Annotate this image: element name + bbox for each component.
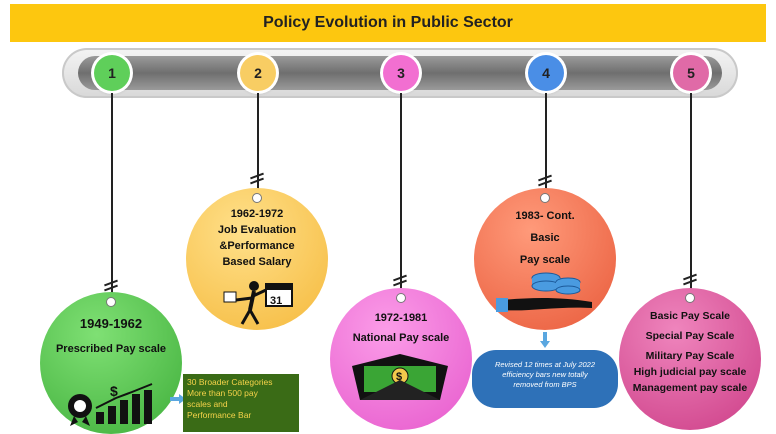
hanging-string-2: [257, 93, 259, 193]
stage-2-line-3: &Performance: [219, 240, 295, 252]
stage-4-line-2: Basic: [530, 232, 560, 244]
stage-1-label: Prescribed Pay scale: [55, 343, 167, 355]
timeline-node-2[interactable]: 2: [240, 55, 276, 91]
tag-1-hole: [106, 297, 116, 307]
stage-5-tag: [619, 288, 761, 430]
svg-text:$: $: [110, 383, 118, 399]
stage-4-callout: Revised 12 times at July 2022 efficiency…: [472, 350, 618, 408]
stage-5-line-1: Basic Pay Scale: [650, 310, 730, 322]
callout-4-line-2: efficiency bars new totally: [502, 370, 588, 379]
node-4-number: 4: [542, 65, 550, 81]
tag-5-hole: [685, 293, 695, 303]
stage-5-line-2: Special Pay Scale: [645, 330, 735, 342]
tag-2-hole: [252, 193, 262, 203]
stage-1-period: 1949-1962: [79, 316, 143, 331]
title-bar: Policy Evolution in Public Sector: [10, 4, 766, 42]
node-5-number: 5: [687, 65, 695, 81]
svg-text:31: 31: [270, 295, 282, 307]
hanging-string-1: [111, 93, 113, 297]
stage-4-text: 1983- Cont. Basic Pay scale: [474, 205, 616, 271]
tag-4-hole: [540, 193, 550, 203]
stage-5-line-4: High judicial pay scale: [633, 366, 747, 378]
stage-4-line-3: Pay scale: [519, 254, 571, 266]
timeline-node-1[interactable]: 1: [94, 55, 130, 91]
award-chart-icon: $: [68, 383, 153, 426]
timeline-node-5[interactable]: 5: [673, 55, 709, 91]
calendar-worker-icon: 31: [223, 281, 293, 325]
timeline-node-3[interactable]: 3: [383, 55, 419, 91]
stage-3-period: 1972-1981: [374, 312, 428, 324]
stage-2-line-4: Based Salary: [222, 256, 292, 268]
callout-1-line-2: More than 500 pay: [187, 388, 258, 398]
stage-3-text: 1972-1981 National Pay scale: [330, 312, 472, 344]
node-3-number: 3: [397, 65, 405, 81]
page-title: Policy Evolution in Public Sector: [263, 14, 513, 31]
stage-2-text: 1962-1972 Job Evaluation &Performance Ba…: [186, 206, 328, 270]
callout-1-line-1: 30 Broader Categories: [187, 377, 273, 387]
arrow-down-icon: [540, 332, 550, 348]
callout-1-line-3: scales and: [187, 399, 228, 409]
stage-2-line-2: Job Evaluation: [217, 224, 297, 236]
coins-hand-icon: [496, 272, 592, 312]
stage-1-text: 1949-1962 Prescribed Pay scale: [40, 316, 182, 355]
stage-5-line-5: Management pay scale: [632, 382, 748, 394]
svg-text:$: $: [396, 371, 402, 383]
stage-5-text: Basic Pay Scale Special Pay Scale Milita…: [619, 308, 761, 396]
hanging-string-3: [400, 93, 402, 293]
tag-3-hole: [396, 293, 406, 303]
stage-4-period: 1983- Cont.: [515, 210, 575, 222]
stage-2-period: 1962-1972: [230, 208, 284, 220]
arrow-right-icon: [170, 394, 186, 404]
stage-3-label: National Pay scale: [352, 332, 450, 344]
money-envelope-icon: $: [352, 354, 448, 400]
stage-5-line-3: Military Pay Scale: [645, 350, 735, 362]
callout-4-line-3: removed from BPS: [513, 380, 577, 389]
stage-1-callout: 30 Broader Categories More than 500 pay …: [183, 374, 299, 432]
hanging-string-5: [690, 93, 692, 293]
stage-2-tag: [186, 188, 328, 330]
node-1-number: 1: [108, 65, 116, 81]
node-2-number: 2: [254, 65, 262, 81]
callout-1-line-4: Performance Bar: [187, 410, 252, 420]
hanging-string-4: [545, 93, 547, 193]
callout-4-line-1: Revised 12 times at July 2022: [494, 360, 596, 369]
timeline-node-4[interactable]: 4: [528, 55, 564, 91]
